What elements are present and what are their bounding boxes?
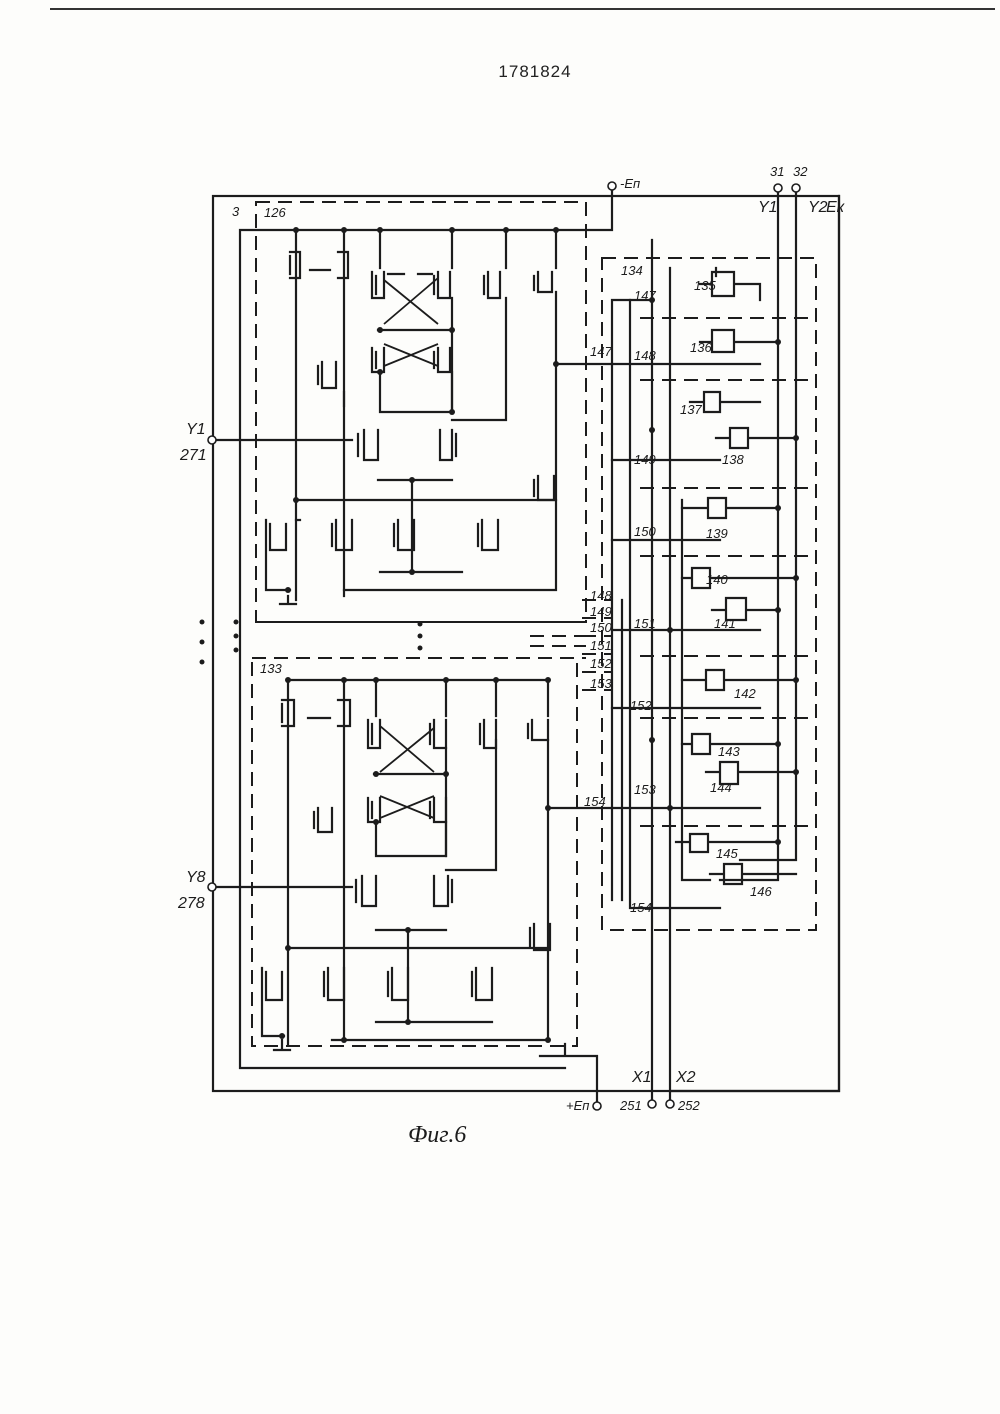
rail-pos-supply xyxy=(540,1044,597,1102)
figure-caption: Фиг.6 xyxy=(408,1122,466,1148)
label-153-a: 153 xyxy=(634,782,656,797)
label-cell-144: 144 xyxy=(710,780,732,795)
label-151-a: 151 xyxy=(634,616,656,631)
rail-ek xyxy=(672,196,839,1091)
label-cell-142: 142 xyxy=(734,686,756,701)
label-cell-138: 138 xyxy=(722,452,744,467)
label-cell-140: 140 xyxy=(706,572,728,587)
label-in-27-1: 271 xyxy=(179,447,207,464)
label-154-b: 154 xyxy=(584,794,606,809)
label-cell-139: 139 xyxy=(706,526,728,541)
terminal-neg-supply xyxy=(608,182,616,190)
label-pos-supply: +Еп xyxy=(566,1098,589,1113)
dashed-gap-line-3 xyxy=(530,636,586,646)
label-149-a: 149 xyxy=(634,452,656,467)
label-out-32: 32 xyxy=(793,164,808,179)
label-148-a: 148 xyxy=(634,348,656,363)
terminal-25-2 xyxy=(666,1100,674,1108)
terminal-25-1 xyxy=(648,1100,656,1108)
label-152-a: 152 xyxy=(630,698,652,713)
label-out-y2: Y2 xyxy=(808,199,828,216)
label-25-1: 251 xyxy=(619,1098,642,1113)
outer-block-3 xyxy=(213,196,839,1091)
label-block-126: 126 xyxy=(264,205,286,220)
label-cell-143: 143 xyxy=(718,744,740,759)
label-148-b: 148 xyxy=(590,588,612,603)
terminal-y2 xyxy=(792,184,800,192)
label-block-133: 133 xyxy=(260,661,282,676)
label-153-b: 153 xyxy=(590,676,612,691)
label-150-a: 150 xyxy=(634,524,656,539)
label-152-b: 152 xyxy=(590,656,612,671)
label-out-31: 31 xyxy=(770,164,784,179)
block-133-circuit xyxy=(262,677,612,1050)
bus-y2 xyxy=(740,192,796,860)
label-in-27-8: 278 xyxy=(177,895,205,912)
label-in-y8: Y8 xyxy=(186,869,206,886)
label-block-134: 134 xyxy=(621,263,643,278)
label-supply-ek: Ек xyxy=(826,199,846,216)
label-147-b: 147 xyxy=(590,344,612,359)
label-in-y1: Y1 xyxy=(186,421,206,438)
terminal-y1 xyxy=(774,184,782,192)
label-cell-135: 135 xyxy=(694,278,716,293)
terminal-in-y1 xyxy=(208,436,216,444)
label-149-b: 149 xyxy=(590,604,612,619)
terminal-pos-supply xyxy=(593,1102,601,1110)
terminal-in-y8 xyxy=(208,883,216,891)
label-151-b: 151 xyxy=(590,638,612,653)
block-126-circuit xyxy=(266,227,612,604)
block-133-outline xyxy=(252,658,577,1046)
label-cell-145: 145 xyxy=(716,846,738,861)
label-out-y1: Y1 xyxy=(758,199,778,216)
label-neg-supply: -Еп xyxy=(620,176,640,191)
label-cell-146: 146 xyxy=(750,884,772,899)
label-cell-136: 136 xyxy=(690,340,712,355)
label-cell-141: 141 xyxy=(714,616,736,631)
label-cell-137: 137 xyxy=(680,402,702,417)
label-x1: X1 xyxy=(631,1069,652,1086)
label-150-b: 150 xyxy=(590,620,612,635)
label-25-2: 252 xyxy=(677,1098,700,1113)
label-x2: X2 xyxy=(675,1069,696,1086)
label-block-3: 3 xyxy=(232,204,240,219)
label-154-a: 154 xyxy=(630,900,652,915)
